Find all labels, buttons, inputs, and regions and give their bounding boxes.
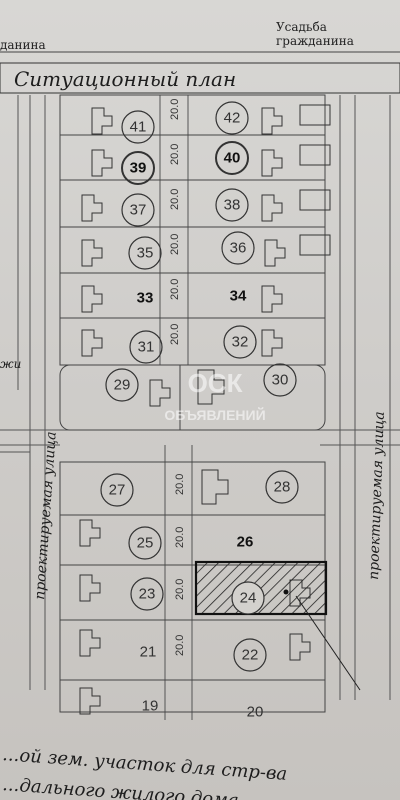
lot-26: 26: [237, 534, 254, 551]
lot-number: 23: [139, 586, 156, 603]
lot-number: 24: [240, 590, 257, 607]
lot-number: 22: [242, 647, 259, 664]
lot-24: 24: [231, 581, 265, 615]
lot-circle: [105, 368, 139, 402]
lot-circle: [121, 110, 155, 144]
lot-31: 31: [129, 330, 163, 364]
lot-number: 28: [274, 479, 291, 496]
lot-41: 41: [121, 110, 155, 144]
lot-markers: 41 42 39 40 37 38 35 36 33 34 31 32 29 30 27 28 25 26 23 24…: [100, 101, 299, 721]
lot-number: 29: [114, 377, 131, 394]
lot-width-label: 20.0: [174, 635, 186, 656]
lot-34: 34: [230, 288, 247, 305]
lot-width-label: 20.0: [169, 144, 181, 165]
lot-24-marker: [283, 589, 289, 595]
lot-number: 35: [137, 245, 154, 262]
header-left-text: данина: [0, 38, 46, 52]
lot-circle: [129, 330, 163, 364]
lot-width-label: 20.0: [169, 189, 181, 210]
watermark-line-2: ОБЪЯВЛЕНИЙ: [164, 406, 265, 423]
lot-19: 19: [142, 698, 159, 715]
lot-number: 39: [130, 160, 147, 177]
lot-circle: [121, 151, 155, 185]
lot-circle: [128, 236, 162, 270]
lot-width-label: 20.0: [174, 579, 186, 600]
lot-circle: [221, 231, 255, 265]
title-box: [0, 62, 400, 94]
lot-circle: [121, 193, 155, 227]
road-label-left: проектируемая улица: [32, 431, 60, 600]
edge-label: жи: [0, 357, 21, 371]
lot-number: 20: [247, 704, 264, 721]
lot-circle: [231, 581, 265, 615]
lot-21: 21: [140, 644, 157, 661]
lot-29: 29: [105, 368, 139, 402]
lot-40: 40: [215, 141, 249, 175]
roads: [0, 95, 400, 720]
header-right-text: Усадьба гражданина: [276, 20, 354, 48]
lot-circle: [215, 101, 249, 135]
lot-width-label: 20.0: [169, 279, 181, 300]
lot-number: 38: [224, 197, 241, 214]
lot-23: 23: [130, 577, 164, 611]
lot-number: 32: [232, 334, 249, 351]
lot-number: 19: [142, 698, 159, 715]
lot-32: 32: [223, 325, 257, 359]
lot-circle: [100, 473, 134, 507]
lot-circle: [128, 526, 162, 560]
lot-number: 21: [140, 644, 157, 661]
lot-circle: [265, 470, 299, 504]
lot-circle: [233, 638, 267, 672]
lot-37: 37: [121, 193, 155, 227]
lot-25: 25: [128, 526, 162, 560]
lot-number: 33: [137, 290, 154, 307]
lot-number: 41: [130, 119, 147, 136]
lot-30: 30: [263, 363, 297, 397]
lot-39: 39: [121, 151, 155, 185]
lot-width-label: 20.0: [169, 99, 181, 120]
lot-33: 33: [137, 290, 154, 307]
lot-28: 28: [265, 470, 299, 504]
lot-width-label: 20.0: [169, 234, 181, 255]
lot-number: 40: [224, 150, 241, 167]
lot-number: 27: [109, 482, 126, 499]
lot-number: 37: [130, 202, 147, 219]
lot-number: 36: [230, 240, 247, 257]
lot-width-label: 20.0: [174, 527, 186, 548]
watermark-line-1: ОСК: [188, 368, 243, 398]
lot-number: 31: [138, 339, 155, 356]
lot-circle: [215, 141, 249, 175]
lot-27: 27: [100, 473, 134, 507]
lot-42: 42: [215, 101, 249, 135]
lot-circle: [130, 577, 164, 611]
upper-block-grid: [59, 94, 326, 431]
lot-number: 34: [230, 288, 247, 305]
lot-width-labels: 20.0 20.0 20.0 20.0 20.0 20.0 20.0 20.0 20.0 20.0: [169, 99, 186, 656]
building-footprints: [79, 104, 331, 715]
lot-width-label: 20.0: [174, 474, 186, 495]
lot-number: 30: [272, 372, 289, 389]
lot-number: 42: [224, 110, 241, 127]
lot-circle: [263, 363, 297, 397]
lot-35: 35: [128, 236, 162, 270]
lot-36: 36: [221, 231, 255, 265]
lot-number: 25: [137, 535, 154, 552]
lot-circle: [223, 325, 257, 359]
road-label-right: проектируемая улица: [366, 411, 388, 580]
lot-22: 22: [233, 638, 267, 672]
lot-24-leader-line: [295, 595, 361, 691]
lot-width-label: 20.0: [169, 324, 181, 345]
lot-circle: [215, 188, 249, 222]
plan-title: Ситуационный план: [14, 67, 236, 91]
lot-38: 38: [215, 188, 249, 222]
lot-number: 26: [237, 534, 254, 551]
lot-20: 20: [247, 704, 264, 721]
